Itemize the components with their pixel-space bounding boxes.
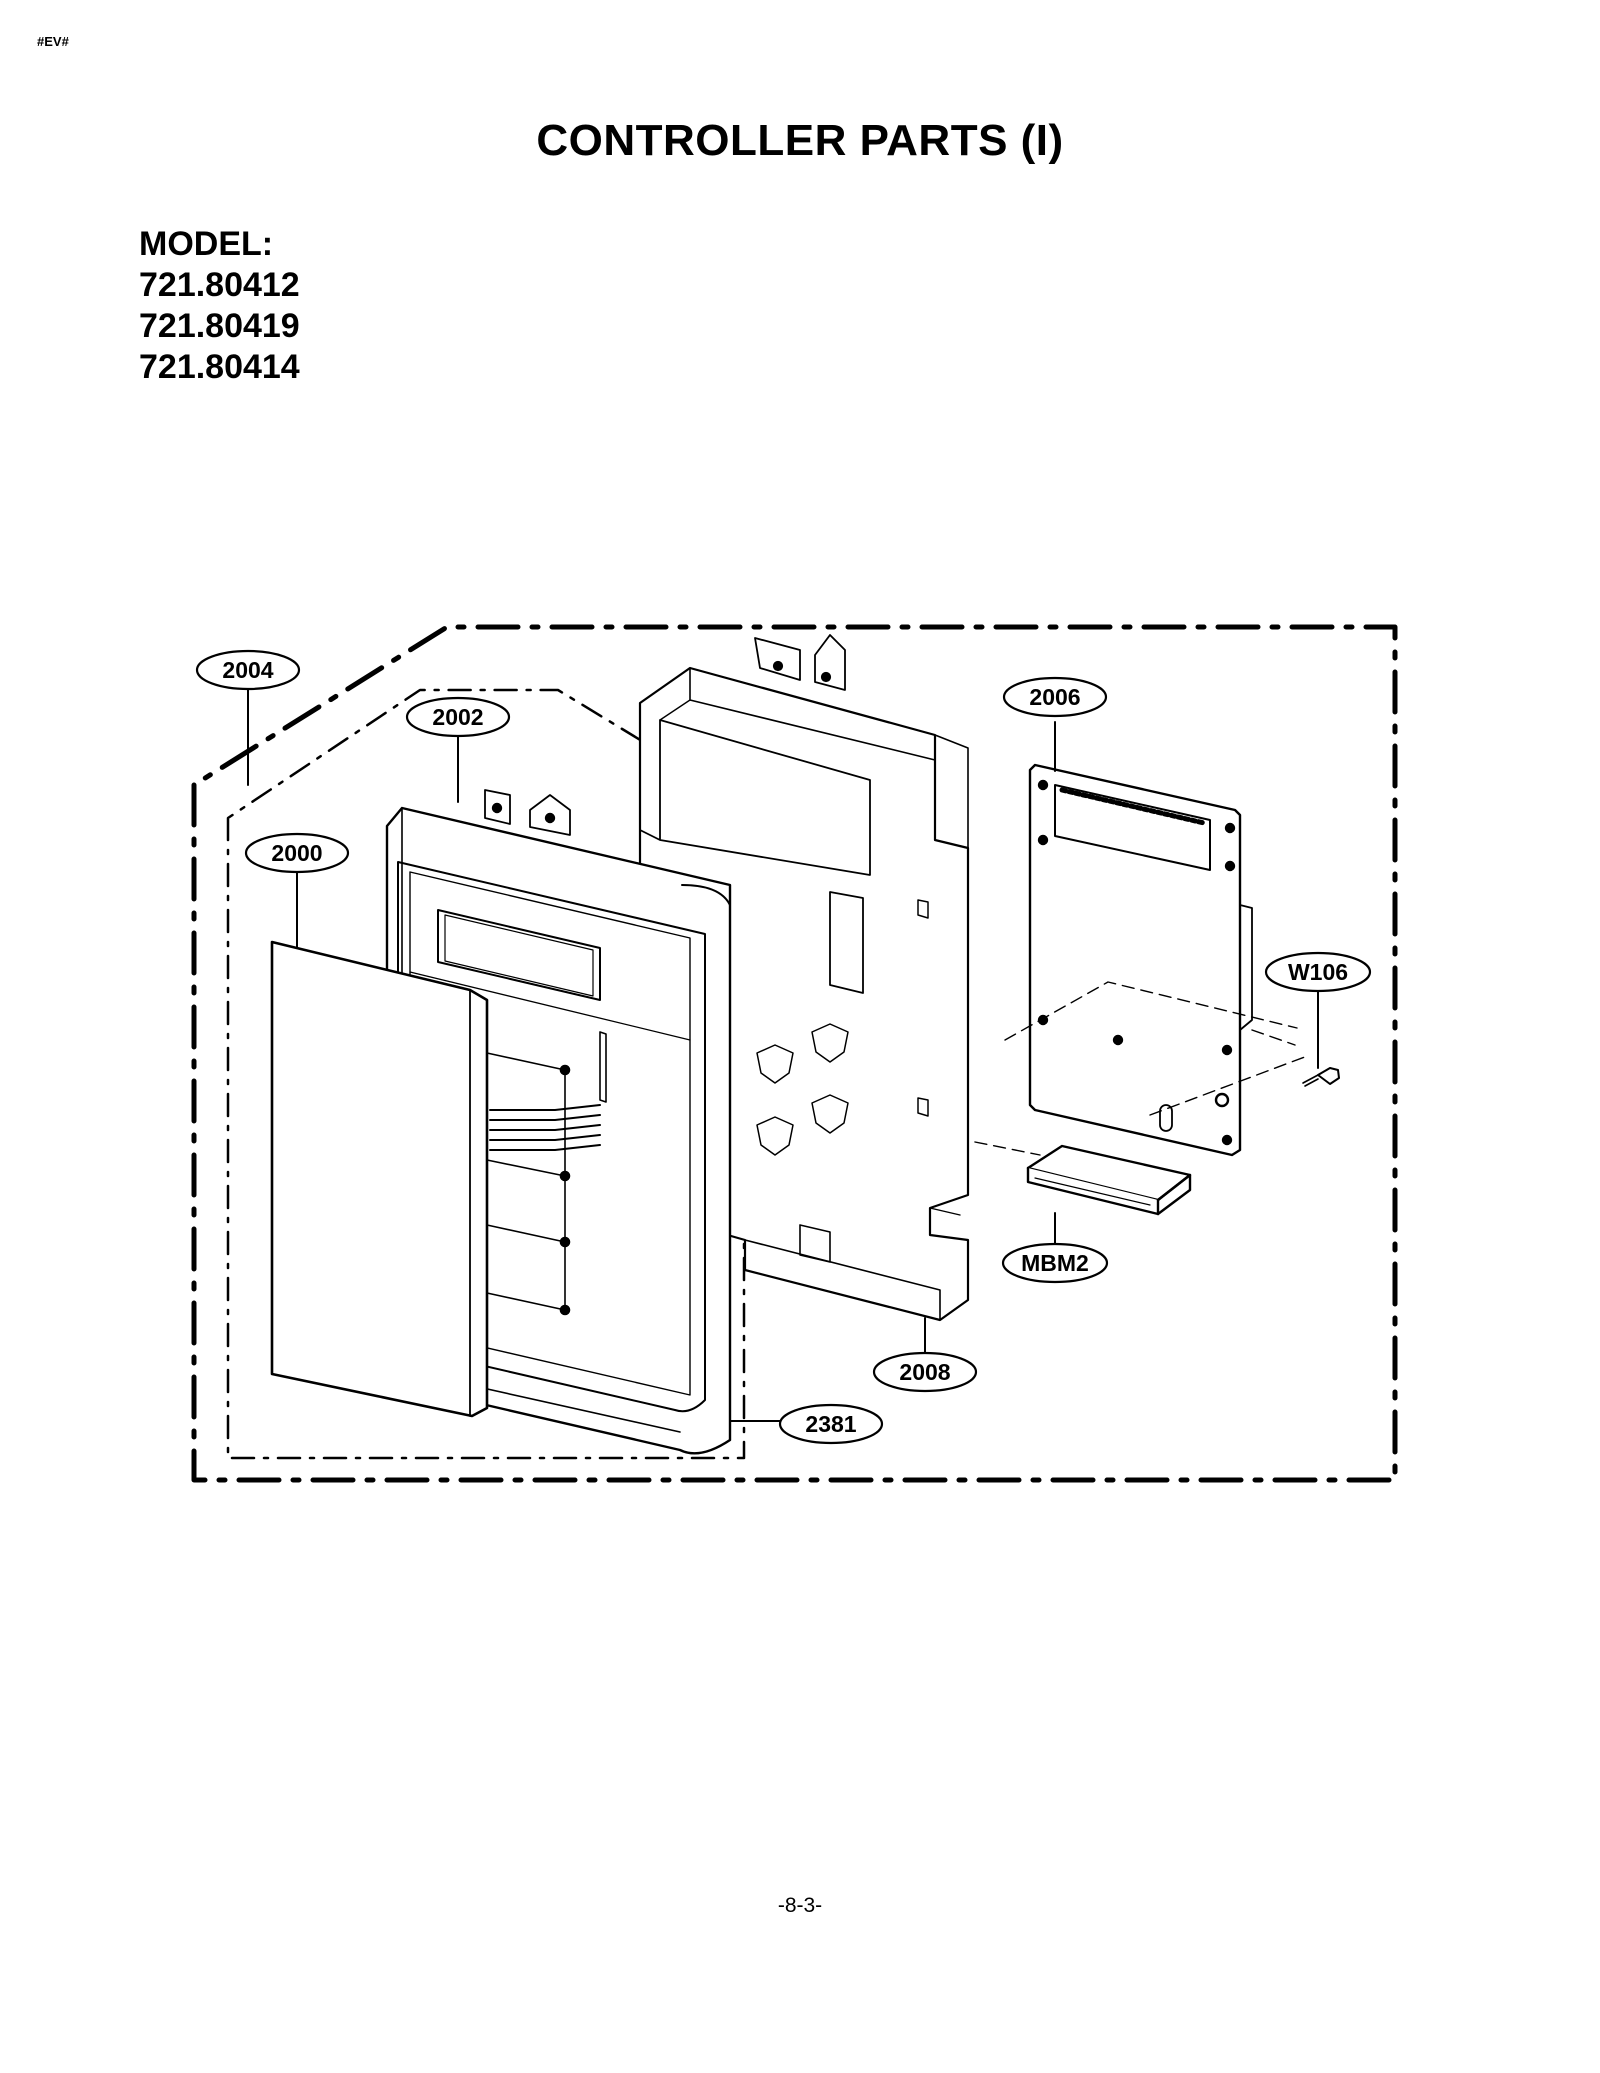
callout-label-2008: 2008: [899, 1359, 950, 1385]
module-mbm2: [1026, 1144, 1192, 1216]
leader-lines: [247, 688, 1319, 1422]
model-number: 721.80412: [139, 266, 300, 304]
document-code: #EV#: [37, 34, 69, 49]
callout-label-mbm2: MBM2: [1021, 1250, 1089, 1276]
key-membrane-2000: [270, 940, 571, 1418]
callout-label-2006: 2006: [1029, 684, 1080, 710]
page-title: CONTROLLER PARTS (I): [536, 116, 1064, 165]
model-label: MODEL:: [139, 225, 274, 263]
model-number: 721.80419: [139, 307, 300, 345]
model-number: 721.80414: [139, 348, 300, 386]
callout-label-w106: W106: [1288, 959, 1348, 985]
page-number: -8-3-: [777, 1894, 823, 1917]
main-pcb-2006: [1028, 763, 1253, 1157]
callout-label-2381: 2381: [805, 1411, 856, 1437]
model-list: MODEL: 721.80412 721.80419 721.80414: [139, 224, 300, 388]
callout-label-2002: 2002: [432, 704, 483, 730]
screw-w106: [1302, 1067, 1340, 1087]
callout-label-2004: 2004: [222, 657, 273, 683]
ribbon-cable: [489, 1104, 601, 1151]
callout-ovals: [195, 649, 1372, 1445]
assembly-2004-boundary: [191, 624, 1398, 1483]
callout-label-2000: 2000: [271, 840, 322, 866]
alignment-lines: [974, 981, 1311, 1156]
